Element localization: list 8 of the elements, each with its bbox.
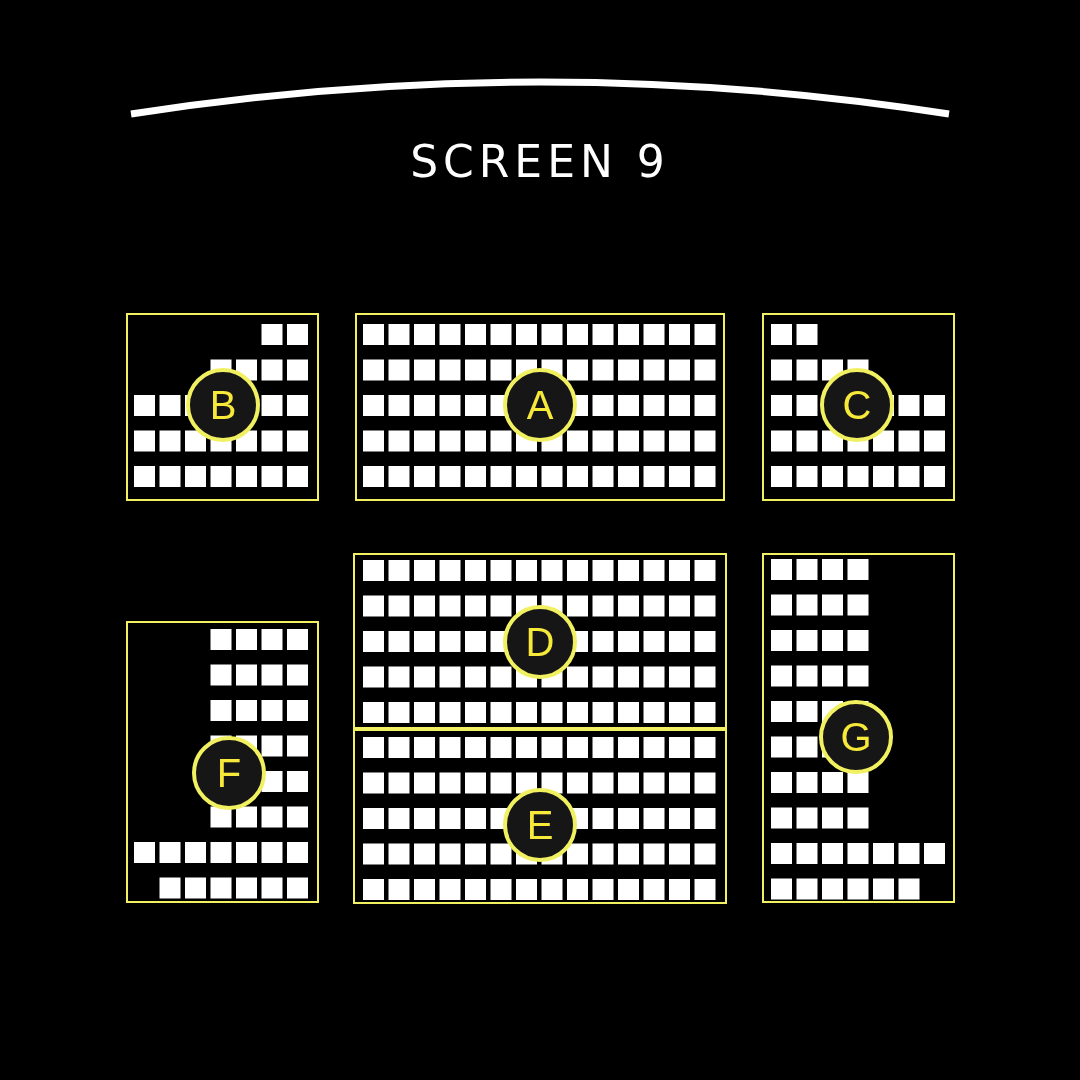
seating-section bbox=[762, 313, 955, 501]
seating-section bbox=[126, 313, 319, 501]
section-label: G bbox=[819, 700, 893, 774]
screen-title: SCREEN 9 bbox=[409, 135, 671, 189]
section-label: F bbox=[192, 736, 266, 810]
seating-section bbox=[355, 313, 725, 501]
section-label: C bbox=[820, 368, 894, 442]
section-label: B bbox=[186, 368, 260, 442]
